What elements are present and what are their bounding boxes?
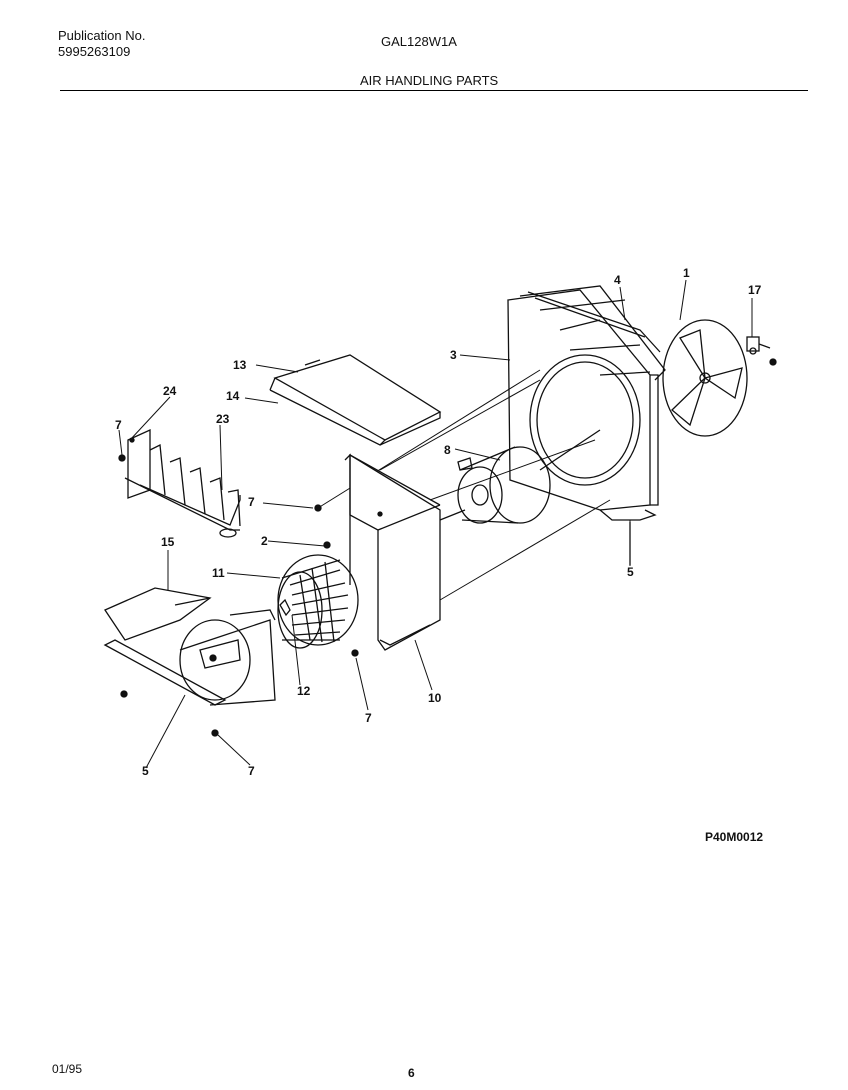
- callout-24: 24: [163, 384, 177, 398]
- callout-17: 17: [748, 283, 762, 297]
- callout-5-right: 5: [627, 565, 634, 579]
- page-number: 6: [408, 1066, 415, 1080]
- base-part: [103, 639, 227, 706]
- callout-7-mid: 7: [248, 495, 255, 509]
- louver-part: [124, 428, 241, 538]
- callout-13: 13: [233, 358, 247, 372]
- callout-7-bottom: 7: [365, 711, 372, 725]
- callout-5-left: 5: [142, 764, 149, 778]
- blower-panel-part: [344, 453, 441, 651]
- publication-label: Publication No.: [58, 28, 146, 43]
- footer-date: 01/95: [52, 1062, 83, 1076]
- model-number: GAL128W1A: [381, 34, 457, 49]
- section-title: AIR HANDLING PARTS: [360, 73, 499, 88]
- callout-8: 8: [444, 443, 451, 457]
- callout-14: 14: [226, 389, 240, 403]
- scroll-housing-part: [104, 587, 276, 706]
- callout-7-top: 7: [115, 418, 122, 432]
- fan-blade-part: [662, 319, 748, 437]
- callout-12: 12: [297, 684, 311, 698]
- callout-labels: 1 17 4 3 13 14 24 23 7 8 2 15 11 12 10 5…: [115, 266, 762, 778]
- callout-11: 11: [212, 566, 225, 580]
- callout-2: 2: [261, 534, 268, 548]
- bracket-rail: [527, 291, 661, 353]
- filter-part: [269, 354, 442, 446]
- screw: [314, 504, 322, 512]
- callout-3: 3: [450, 348, 457, 362]
- header-rule: [60, 90, 808, 91]
- callout-7-lower: 7: [248, 764, 255, 778]
- callout-23: 23: [216, 412, 230, 426]
- callout-10: 10: [428, 691, 442, 705]
- callout-15: 15: [161, 535, 175, 549]
- blower-wheel-part: [277, 554, 359, 649]
- drawing-code: P40M0012: [705, 830, 764, 844]
- ring-part: [279, 598, 291, 617]
- bracket-right: [599, 509, 657, 521]
- publication-number: 5995263109: [58, 44, 131, 59]
- clip-part: [746, 336, 777, 366]
- shroud-part: [507, 285, 666, 511]
- callout-1: 1: [683, 266, 690, 280]
- callout-4: 4: [614, 273, 621, 287]
- motor-part: [439, 429, 601, 524]
